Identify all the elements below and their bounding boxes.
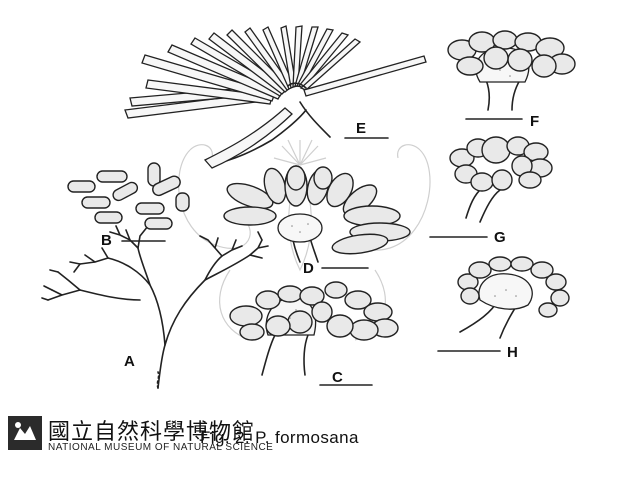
panel-label-c: C	[332, 369, 343, 386]
panel-f-penicillus: F	[447, 30, 576, 130]
panel-b-conidia: B	[67, 162, 190, 249]
stipple-shading	[289, 69, 517, 319]
panel-a-conidiophore: A	[41, 225, 269, 389]
panel-g-penicillus: G	[429, 136, 553, 246]
panel-label-b: B	[101, 232, 112, 249]
panel-label-f: F	[530, 113, 539, 130]
panel-d-penicillus: D	[223, 165, 411, 277]
panel-c-penicillus: C	[229, 281, 399, 386]
panel-label-e: E	[356, 120, 366, 137]
panel-label-g: G	[494, 229, 506, 246]
panel-h-penicillus: H	[437, 256, 570, 361]
watermark-name-zh: 國立自然科學博物館	[48, 420, 256, 445]
panel-label-h: H	[507, 344, 518, 361]
watermark-name-en: NATIONAL MUSEUM OF NATURAL SCIENCE	[48, 442, 274, 453]
figure-caption: Fig. 2. P. formosana	[200, 428, 359, 447]
panel-label-a: A	[124, 353, 135, 370]
panel-label-d: D	[303, 260, 314, 277]
museum-logo-icon	[8, 416, 42, 450]
panel-e-penicillus: E	[124, 25, 427, 169]
